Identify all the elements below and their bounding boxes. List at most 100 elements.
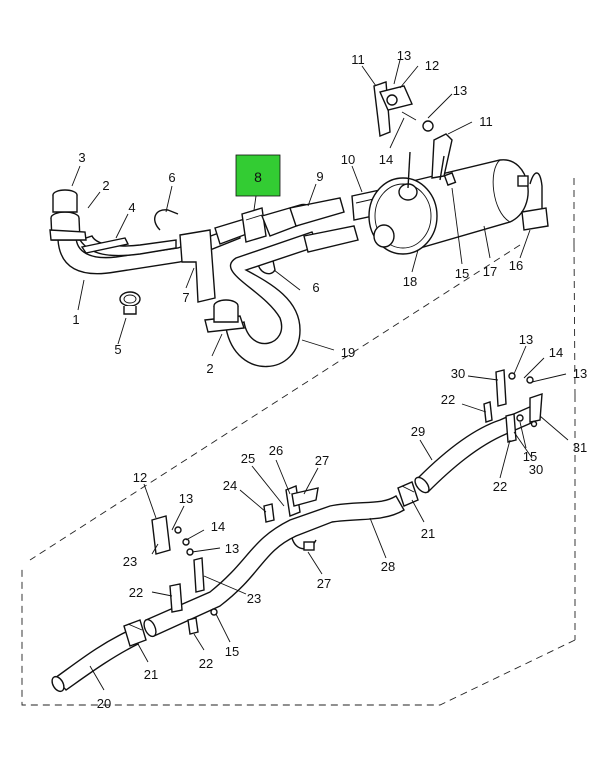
y-pipe-part-1 bbox=[49, 189, 241, 275]
upper-assembly bbox=[49, 81, 549, 368]
callout-28: 28 bbox=[381, 559, 395, 574]
nut-part-13-upper bbox=[422, 120, 434, 132]
bracket-part-31 bbox=[529, 393, 543, 423]
crossover-pipe-part-19 bbox=[225, 231, 319, 368]
callout-14-ur: 14 bbox=[549, 345, 563, 360]
callout-25: 25 bbox=[241, 451, 255, 466]
hanger-part-30-upper bbox=[495, 369, 507, 407]
hanger-bracket-part-11-right bbox=[431, 133, 453, 179]
callout-15-ur: 15 bbox=[523, 449, 537, 464]
bolt-part-30-ur bbox=[530, 420, 538, 428]
callout-23-left: 23 bbox=[123, 554, 137, 569]
nut-part-13-lower-a bbox=[174, 526, 182, 534]
callout-11-left: 11 bbox=[351, 52, 365, 67]
callout-13-lower-a: 13 bbox=[179, 491, 193, 506]
callout-2-lower: 2 bbox=[206, 361, 213, 376]
callout-30-lower: 30 bbox=[529, 462, 543, 477]
hanger-part-24 bbox=[263, 503, 275, 523]
callout-12-upper: 12 bbox=[425, 58, 439, 73]
callout-3: 3 bbox=[78, 150, 85, 165]
pipe-part-28 bbox=[145, 495, 405, 637]
callout-14-upper: 14 bbox=[379, 152, 393, 167]
callout-21-lower: 21 bbox=[144, 667, 158, 682]
callout-24: 24 bbox=[223, 478, 237, 493]
callout-9: 9 bbox=[316, 169, 323, 184]
callout-13-ur-a: 13 bbox=[519, 332, 533, 347]
isolator-part-12 bbox=[379, 85, 413, 111]
phantom-boundary bbox=[21, 178, 576, 706]
callout-17: 17 bbox=[483, 264, 497, 279]
lower-assembly bbox=[51, 369, 543, 693]
callout-15-upper: 15 bbox=[455, 266, 469, 281]
highlight-callout-8: 8 bbox=[235, 154, 281, 197]
pipe-part-28-end bbox=[143, 618, 157, 638]
callout-18: 18 bbox=[403, 274, 417, 289]
callout-labels: 1 2 3 4 5 6 6 7 9 10 11 11 12 13 13 14 1… bbox=[72, 48, 587, 711]
washer-part-15-ur bbox=[516, 414, 524, 422]
callout-23-right: 23 bbox=[247, 591, 261, 606]
hanger-part-30-lower bbox=[505, 413, 517, 443]
nut-part-13-ur-a bbox=[508, 372, 516, 380]
callout-22-lower: 22 bbox=[199, 656, 213, 671]
callout-1: 1 bbox=[72, 312, 79, 327]
bracket-stem-right bbox=[439, 155, 445, 181]
nut-part-13-ur-b bbox=[526, 376, 534, 384]
callout-14-lower: 14 bbox=[211, 519, 225, 534]
bracket-part-7 bbox=[179, 229, 216, 303]
callout-21-upper: 21 bbox=[421, 526, 435, 541]
callout-13-lower-b: 13 bbox=[225, 541, 239, 556]
callout-30-upper: 30 bbox=[451, 366, 465, 381]
callout-2-upper: 2 bbox=[102, 178, 109, 193]
callout-6-right: 6 bbox=[312, 280, 319, 295]
callout-13-mid: 13 bbox=[453, 83, 467, 98]
callout-13-ur-b: 13 bbox=[573, 366, 587, 381]
tailpipe-end bbox=[51, 675, 65, 693]
clamp-part-27-upper bbox=[291, 487, 319, 507]
clamp-part-27-lower-pad bbox=[303, 541, 315, 551]
pipe-part-29-end bbox=[414, 476, 430, 494]
callout-11-right: 11 bbox=[479, 114, 493, 129]
callout-5: 5 bbox=[114, 342, 121, 357]
muffler-end-cap-part-18 bbox=[368, 177, 438, 255]
callout-10: 10 bbox=[341, 152, 355, 167]
callout-12-lower: 12 bbox=[133, 470, 147, 485]
hanger-part-22-lower bbox=[187, 617, 199, 635]
hanger-part-23-left bbox=[193, 557, 205, 593]
muffler-inlet-pipe bbox=[303, 225, 359, 253]
leader-lines bbox=[71, 59, 569, 691]
u-bolt-part-6-left bbox=[154, 209, 179, 231]
callout-22-right: 22 bbox=[493, 479, 507, 494]
callout-20: 20 bbox=[97, 696, 111, 711]
callout-22-left: 22 bbox=[129, 585, 143, 600]
callout-26: 26 bbox=[269, 443, 283, 458]
heat-shield-part-4 bbox=[80, 237, 130, 254]
callout-22-upper: 22 bbox=[441, 392, 455, 407]
bolt-part-14-upper bbox=[401, 111, 417, 121]
callout-6-left: 6 bbox=[168, 170, 175, 185]
highlight-label: 8 bbox=[254, 169, 262, 185]
hanger-part-16 bbox=[521, 172, 549, 231]
callout-31: 31 bbox=[573, 440, 587, 455]
callout-29: 29 bbox=[411, 424, 425, 439]
callout-16: 16 bbox=[509, 258, 523, 273]
callout-7: 7 bbox=[182, 290, 189, 305]
callout-19: 19 bbox=[341, 345, 355, 360]
clamp-part-8 bbox=[241, 207, 267, 243]
isolator-part-12-lower bbox=[151, 515, 171, 555]
highlight-box bbox=[235, 154, 281, 197]
isolator-part-15-upper bbox=[443, 172, 457, 186]
clamp-part-21-lower bbox=[123, 619, 147, 647]
callout-27-upper: 27 bbox=[315, 453, 329, 468]
clamp-part-21-upper bbox=[397, 481, 419, 507]
washer-part-14-lower bbox=[182, 538, 190, 546]
pipe-part-9-outlet bbox=[289, 197, 345, 227]
hanger-part-22-left bbox=[169, 583, 183, 613]
clamp-part-5 bbox=[119, 291, 141, 315]
flange-part-2-lower bbox=[204, 299, 245, 333]
callout-15-lower: 15 bbox=[225, 644, 239, 659]
hanger-part-22-upper bbox=[483, 401, 493, 423]
callout-27-lower: 27 bbox=[317, 576, 331, 591]
callout-4: 4 bbox=[128, 200, 135, 215]
callout-13-top: 13 bbox=[397, 48, 411, 63]
